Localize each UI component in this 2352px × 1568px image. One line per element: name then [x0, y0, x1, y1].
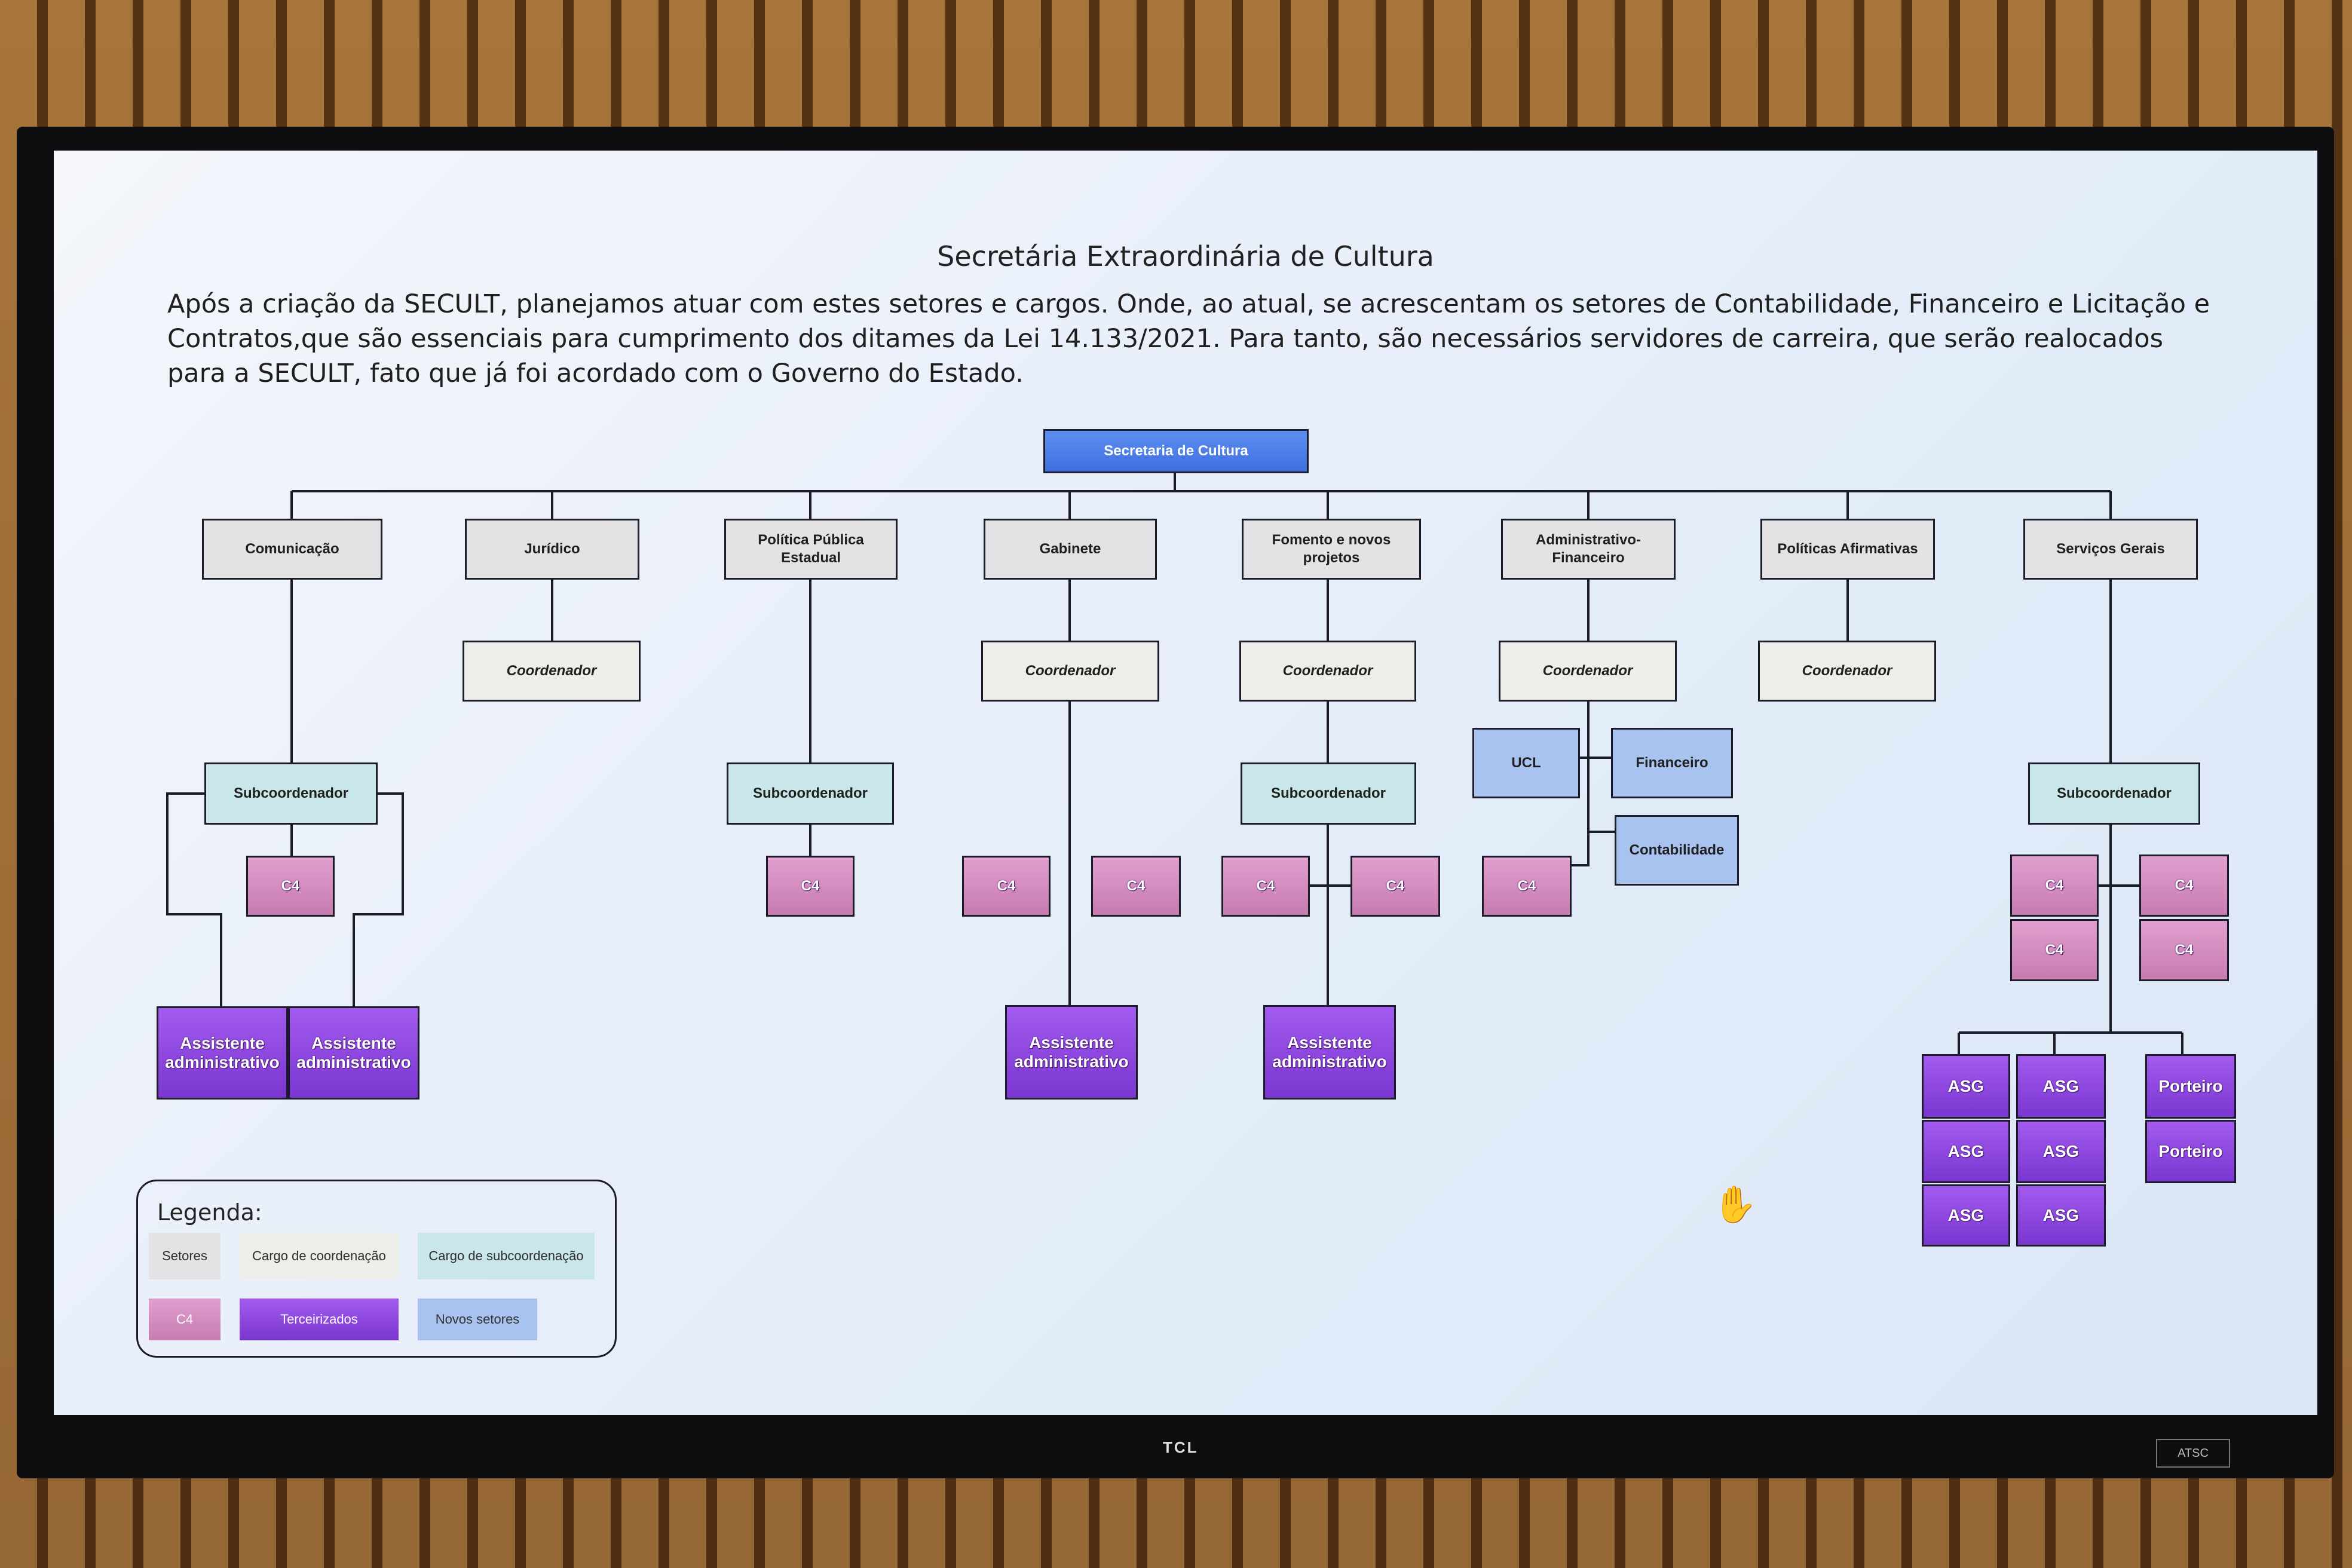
legend-title: Legenda:	[157, 1199, 262, 1226]
sector-gabinete: Gabinete	[984, 519, 1157, 580]
assistente-gabinete: Assistente administrativo	[1005, 1005, 1138, 1100]
asg-box: ASG	[2016, 1054, 2106, 1119]
asg-box: ASG	[1922, 1120, 2010, 1183]
legend-subcoordenacao: Cargo de subcoordenação	[418, 1233, 595, 1279]
coordenador-politicas-afirmativas: Coordenador	[1758, 641, 1936, 702]
hand-pointer-icon: ✋	[1713, 1184, 1757, 1226]
tv-sticker: ATSC	[2156, 1439, 2230, 1468]
subcoordenador-politica-publica: Subcoordenador	[727, 762, 894, 825]
c4-fomento-1: C4	[1221, 856, 1310, 917]
c4-comunicacao: C4	[246, 856, 335, 917]
new-sector-financeiro: Financeiro	[1611, 728, 1733, 798]
c4-gabinete-1: C4	[962, 856, 1051, 917]
c4-servicos-gerais-3: C4	[2010, 919, 2099, 981]
sector-politicas-afirmativas: Políticas Afirmativas	[1760, 519, 1935, 580]
legend-c4: C4	[149, 1298, 220, 1340]
sector-comunicacao: Comunicação	[202, 519, 382, 580]
coordenador-fomento: Coordenador	[1239, 641, 1416, 702]
legend-setores: Setores	[149, 1233, 220, 1279]
assistente-fomento: Assistente administrativo	[1263, 1005, 1396, 1100]
legend-coordenacao: Cargo de coordenação	[240, 1233, 399, 1279]
c4-fomento-2: C4	[1350, 856, 1440, 917]
c4-politica-publica: C4	[766, 856, 855, 917]
coordenador-gabinete: Coordenador	[981, 641, 1159, 702]
connector-line	[166, 792, 222, 1006]
c4-administrativo-financeiro: C4	[1482, 856, 1572, 917]
assistente-comunicacao-1: Assistente administrativo	[157, 1006, 288, 1100]
slide-paragraph: Após a criação da SECULT, planejamos atu…	[167, 289, 2210, 388]
tv-brand-logo: TCL	[1163, 1438, 1199, 1456]
sector-juridico: Jurídico	[465, 519, 639, 580]
asg-box: ASG	[1922, 1184, 2010, 1247]
legend-novos-setores: Novos setores	[418, 1298, 537, 1340]
porteiro-box: Porteiro	[2145, 1054, 2236, 1119]
c4-gabinete-2: C4	[1091, 856, 1181, 917]
sector-servicos-gerais: Serviços Gerais	[2023, 519, 2198, 580]
subcoordenador-servicos-gerais: Subcoordenador	[2028, 762, 2200, 825]
coordenador-juridico: Coordenador	[463, 641, 641, 702]
sector-fomento: Fomento e novos projetos	[1242, 519, 1421, 580]
new-sector-ucl: UCL	[1472, 728, 1580, 798]
org-root-secretaria: Secretaria de Cultura	[1043, 429, 1309, 473]
asg-box: ASG	[2016, 1184, 2106, 1247]
connector-line	[1568, 832, 1590, 886]
c4-servicos-gerais-4: C4	[2139, 919, 2229, 981]
assistente-comunicacao-2: Assistente administrativo	[288, 1006, 419, 1100]
asg-box: ASG	[2016, 1120, 2106, 1183]
legend-panel: Legenda: Setores Cargo de coordenação Ca…	[136, 1180, 617, 1358]
c4-servicos-gerais-2: C4	[2139, 855, 2229, 917]
org-chart-connectors	[166, 473, 2183, 1054]
c4-servicos-gerais-1: C4	[2010, 855, 2099, 917]
slide-screen: Secretária Extraordinária de Cultura Apó…	[54, 151, 2317, 1415]
connector-line	[353, 792, 404, 1006]
sector-politica-publica-estadual: Política Pública Estadual	[724, 519, 898, 580]
sector-administrativo-financeiro: Administrativo-Financeiro	[1501, 519, 1676, 580]
coordenador-administrativo-financeiro: Coordenador	[1499, 641, 1677, 702]
subcoordenador-comunicacao: Subcoordenador	[204, 762, 378, 825]
new-sector-contabilidade: Contabilidade	[1615, 815, 1739, 886]
tv-frame: Secretária Extraordinária de Cultura Apó…	[17, 127, 2334, 1478]
legend-terceirizados: Terceirizados	[240, 1298, 399, 1340]
asg-box: ASG	[1922, 1054, 2010, 1119]
slide-title: Secretária Extraordinária de Cultura	[937, 240, 1434, 272]
porteiro-box: Porteiro	[2145, 1120, 2236, 1183]
subcoordenador-fomento: Subcoordenador	[1241, 762, 1416, 825]
